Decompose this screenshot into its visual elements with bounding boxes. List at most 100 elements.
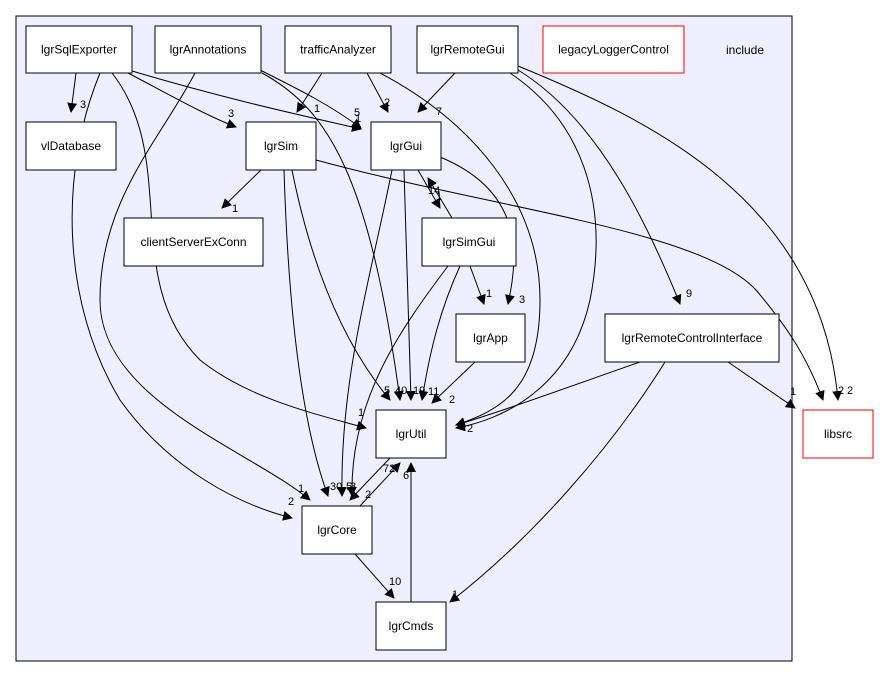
edge-lgrRemoteControlInterface-to-lgrCmds <box>449 361 666 603</box>
node-libsrc[interactable]: libsrc <box>802 409 874 459</box>
edge-label: 2 <box>467 423 473 435</box>
edge-label: 2 <box>847 385 853 397</box>
node-box <box>421 217 517 267</box>
node-label: lgrCmds <box>389 619 434 633</box>
node-label: lgrRemoteControlInterface <box>622 331 763 345</box>
edge-label: 1 <box>358 407 364 419</box>
edge-label: 11 <box>428 386 439 398</box>
node-box <box>284 25 392 74</box>
edge-label: 30 <box>330 481 342 493</box>
node-lgrSim[interactable]: lgrSim <box>245 121 317 171</box>
node-legacyLoggerControl[interactable]: legacyLoggerControl <box>542 25 685 74</box>
edge-label: 5 <box>384 385 390 397</box>
edge-lgrSim-to-lgrUtil <box>291 169 391 401</box>
edge-lgrRemoteGui-to-lgrGui <box>417 72 456 113</box>
node-label: libsrc <box>824 427 852 441</box>
node-box <box>25 25 133 74</box>
edge-lgrRemoteControlInterface-to-lgrUtil <box>455 361 641 428</box>
edge-lgrSqlExporter-to-lgrUtil <box>111 72 367 431</box>
edge-label: 1 <box>486 288 492 300</box>
node-vlDatabase[interactable]: vlDatabase <box>25 121 117 171</box>
node-lgrAnnotations[interactable]: lgrAnnotations <box>154 25 262 74</box>
edge-lgrSim-to-clientServerExConn <box>221 169 262 209</box>
cluster-label: include <box>726 43 764 57</box>
edge-label: 3 <box>519 294 525 306</box>
edge-lgrSimGui-to-lgrGui <box>427 177 453 219</box>
node-lgrRemoteGui[interactable]: lgrRemoteGui <box>416 25 519 74</box>
edge-lgrGui-to-lgrSimGui <box>417 169 441 209</box>
edge-lgrSim-to-libsrc <box>315 159 825 401</box>
node-label: clientServerExConn <box>140 235 246 249</box>
node-box <box>455 313 526 363</box>
node-lgrSqlExporter[interactable]: lgrSqlExporter <box>25 25 133 74</box>
edge-label: 2 <box>384 97 390 109</box>
edge-lgrApp-to-lgrUtil <box>431 361 476 404</box>
edge-trafficAnalyzer-to-lgrSim <box>296 72 323 113</box>
edge-label: 2 <box>365 489 371 501</box>
node-lgrGui[interactable]: lgrGui <box>370 121 442 171</box>
node-box <box>416 25 519 74</box>
edge-trafficAnalyzer-to-lgrGui <box>366 72 389 113</box>
edge-label: 72 <box>383 463 395 475</box>
node-trafficAnalyzer[interactable]: trafficAnalyzer <box>284 25 392 74</box>
edge-label: 3 <box>228 108 234 120</box>
edge-label: 1 <box>314 103 320 115</box>
edge-lgrRemoteControlInterface-to-libsrc <box>727 361 796 409</box>
edge-lgrSqlExporter-to-lgrGui <box>131 70 362 132</box>
node-lgrApp[interactable]: lgrApp <box>455 313 526 363</box>
node-label: lgrRemoteGui <box>430 43 504 57</box>
edge-lgrGui-to-lgrUtil <box>403 169 416 401</box>
edge-label: 1 <box>452 589 458 601</box>
node-box <box>301 505 373 555</box>
edge-lgrSimGui-to-lgrApp <box>469 265 486 305</box>
edge-lgrSqlExporter-to-lgrSim <box>127 72 237 129</box>
edge-label: 5 <box>354 107 360 119</box>
node-label: lgrSimGui <box>443 235 496 249</box>
edge-label: 3 <box>80 99 86 111</box>
edge-lgrCore-to-lgrUtil <box>359 462 401 507</box>
edge-label: 3 <box>350 481 356 493</box>
edge-lgrGui-to-lgrCore <box>336 169 393 497</box>
node-label: lgrSqlExporter <box>41 43 117 57</box>
edge-lgrRemoteGui-to-lgrUtil <box>455 72 597 432</box>
node-box <box>245 121 317 171</box>
edge-trafficAnalyzer-to-lgrUtil <box>379 72 541 427</box>
edge-label: 1 <box>232 203 238 215</box>
edge-lgrSqlExporter-to-vlDatabase <box>67 72 78 113</box>
edge-label: 2 <box>288 496 294 508</box>
edge-label: 10 <box>389 576 401 588</box>
node-label: lgrApp <box>473 331 508 345</box>
edge-label: 1 <box>790 386 796 398</box>
edge-lgrRemoteGui-to-libsrc <box>517 65 843 401</box>
edge-lgrSimGui-to-lgrCore <box>346 265 449 497</box>
node-lgrCore[interactable]: lgrCore <box>301 505 373 555</box>
edge-label: 6 <box>403 470 409 482</box>
node-lgrUtil[interactable]: lgrUtil <box>375 409 447 459</box>
node-lgrCmds[interactable]: lgrCmds <box>375 601 447 651</box>
node-clientServerExConn[interactable]: clientServerExConn <box>123 217 264 267</box>
edge-label: 2 <box>449 394 455 406</box>
edge-label: 9 <box>686 288 692 300</box>
node-lgrSimGui[interactable]: lgrSimGui <box>421 217 517 267</box>
node-label: trafficAnalyzer <box>300 43 376 57</box>
edge-label: 40 <box>395 385 407 397</box>
node-box <box>802 409 874 459</box>
node-label: lgrUtil <box>396 427 427 441</box>
edge-lgrAnnotations-to-lgrGui <box>259 69 362 129</box>
node-box <box>375 409 447 459</box>
node-lgrRemoteControlInterface[interactable]: lgrRemoteControlInterface <box>604 313 780 363</box>
node-box <box>542 25 685 74</box>
node-box <box>154 25 262 74</box>
edge-lgrUtil-to-lgrCore <box>349 457 391 501</box>
node-box <box>604 313 780 363</box>
node-box <box>375 601 447 651</box>
node-box <box>370 121 442 171</box>
edge-lgrCore-to-lgrCmds <box>354 553 395 599</box>
edge-lgrSimGui-to-lgrUtil <box>418 265 461 401</box>
node-box <box>123 217 264 267</box>
node-label: vlDatabase <box>41 139 101 153</box>
edge-lgrRemoteGui-to-lgrRemoteControlInterface <box>517 69 682 305</box>
edge-lgrSim-to-lgrCore <box>283 169 330 497</box>
edge-label: 7 <box>436 106 442 118</box>
